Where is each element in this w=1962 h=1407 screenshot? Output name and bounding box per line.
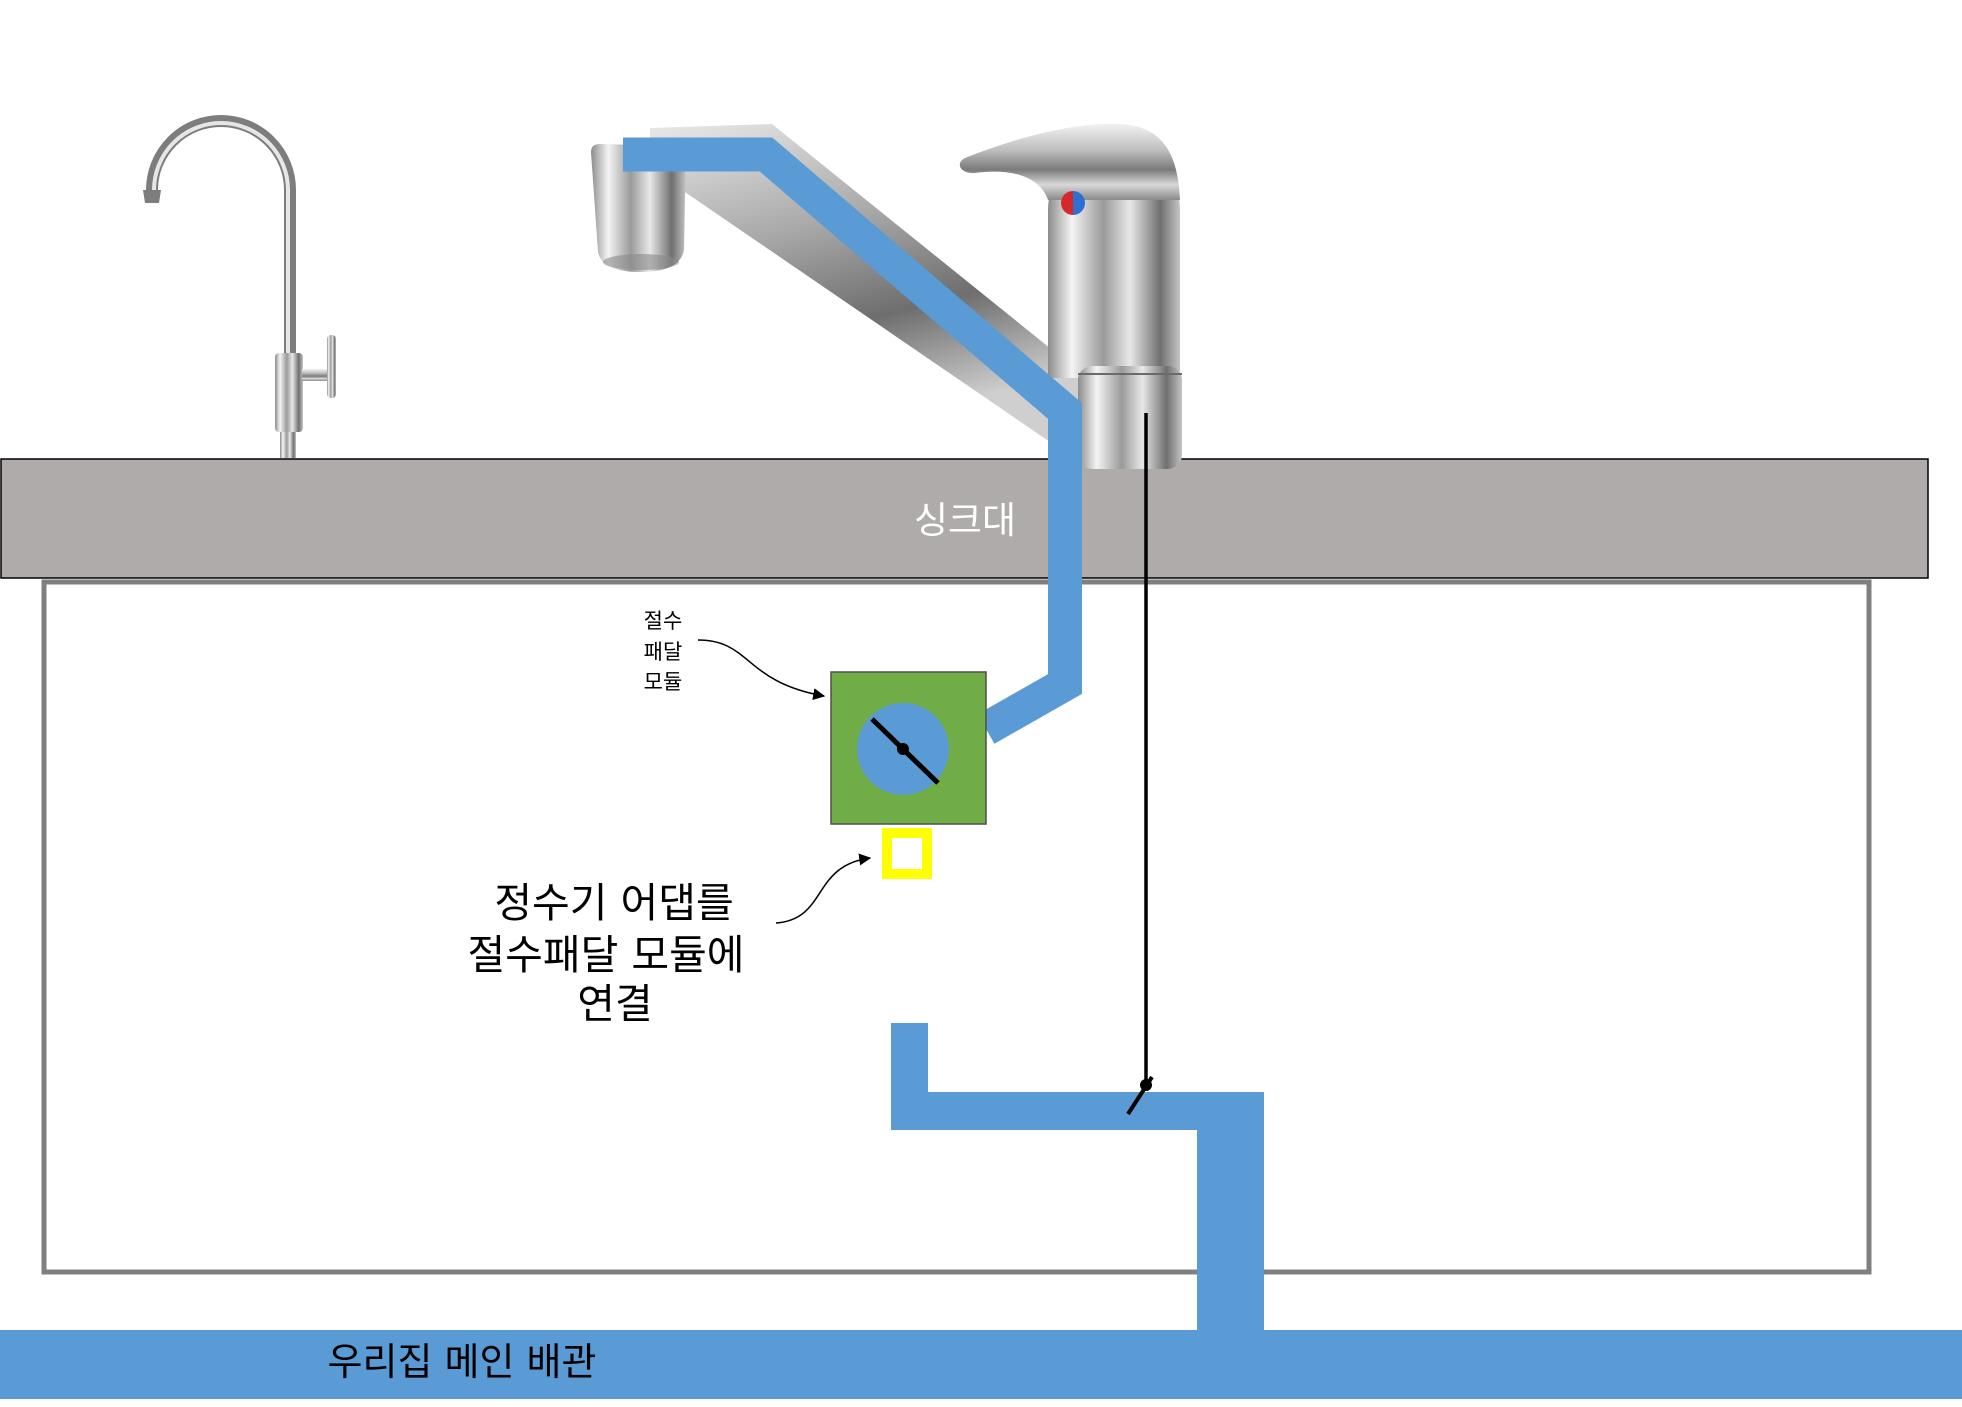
- countertop: 싱크대: [1, 459, 1928, 578]
- kitchen-faucet-lever: [960, 124, 1180, 200]
- purifier-gooseneck-outer: [152, 121, 290, 360]
- purifier-base-stub: [280, 432, 296, 458]
- instruction-label: 정수기 어댑를 절수패달 모듈에 연결: [467, 858, 870, 1028]
- instruction-arrow: [776, 858, 870, 923]
- main-pipe-label: 우리집 메인 배관: [328, 1340, 597, 1384]
- instruction-line-1: 정수기 어댑를: [494, 879, 733, 927]
- instruction-line-3: 연결: [577, 980, 652, 1028]
- kitchen-faucet-base: [1078, 366, 1182, 469]
- purifier-handle: [327, 335, 336, 398]
- water-saving-pedal-module: [831, 672, 986, 824]
- instruction-line-2: 절수패달 모듈에: [467, 931, 744, 979]
- purifier-adapter-port: [887, 833, 927, 874]
- water-purifier-faucet-icon: [143, 121, 336, 458]
- main-pipe: 우리집 메인 배관: [0, 1330, 1962, 1399]
- module-label: 절수 패달 모듈: [644, 609, 824, 696]
- branch-supply-pipe: [891, 1023, 1264, 1330]
- purifier-handle-connector: [302, 369, 328, 381]
- faucet-supply-pipe: [623, 155, 1065, 730]
- kitchen-faucet-icon: [591, 124, 1182, 469]
- module-label-line-2: 패달: [644, 640, 683, 664]
- purifier-body: [275, 353, 303, 432]
- main-pipe-bar: [0, 1330, 1962, 1399]
- module-label-arrow: [698, 640, 824, 696]
- purifier-spout-tip: [143, 190, 161, 203]
- purifier-gooseneck-highlight: [154, 123, 288, 360]
- kitchen-faucet-aerator-rim: [603, 254, 679, 270]
- module-label-line-3: 모듈: [644, 670, 683, 694]
- module-valve-pivot: [897, 743, 909, 755]
- module-label-line-1: 절수: [644, 609, 683, 633]
- countertop-label: 싱크대: [914, 499, 1016, 542]
